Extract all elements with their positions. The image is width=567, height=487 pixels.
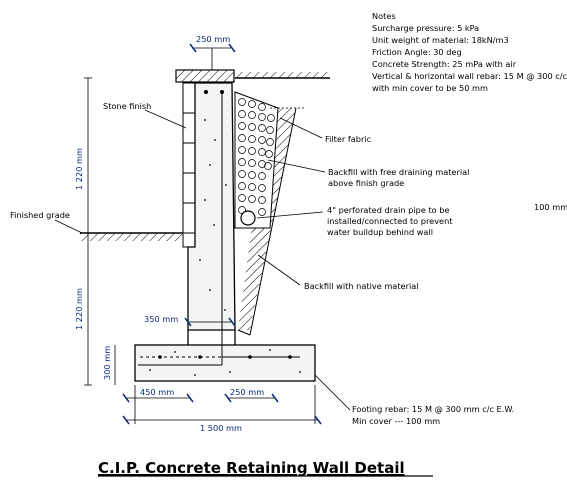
filter-fabric-label: Filter fabric	[325, 134, 371, 144]
notes-line-1: Surcharge pressure: 5 kPa	[372, 23, 479, 33]
dim-upper-height: 1 220 mm	[74, 148, 84, 190]
dim-heel-offset: 250 mm	[230, 387, 264, 397]
concrete-aggregate	[149, 119, 301, 376]
backfill-native-label: Backfill with native material	[304, 281, 419, 291]
dim-footing-thickness: 300 mm	[102, 346, 112, 380]
drain-label-1: 4" perforated drain pipe to be	[327, 205, 450, 215]
backfill-free-label-1: Backfill with free draining material	[328, 167, 469, 177]
dim-lower-height: 1 220 mm	[74, 288, 84, 330]
leader-lines	[54, 48, 351, 411]
stone-veneer	[182, 82, 196, 248]
notes-line-6: with min cover to be 50 mm	[372, 83, 488, 93]
notes-line-0: Notes	[372, 11, 396, 21]
dim-top-width: 250 mm	[196, 34, 230, 44]
dimension-ticks	[122, 43, 322, 425]
drain-label-3: water buildup behind wall	[327, 227, 433, 237]
rebar	[138, 90, 300, 366]
stray-dimension-label: 100 mm	[534, 202, 567, 212]
cap-stone	[175, 69, 235, 83]
concrete-footing	[134, 344, 316, 382]
dimension-lines	[84, 47, 318, 424]
notes-line-5: Vertical & horizontal wall rebar: 15 M @…	[372, 71, 567, 81]
drain-label-2: installed/connected to prevent	[327, 216, 453, 226]
gravel-stones	[238, 98, 275, 216]
stone-finish-label: Stone finish	[103, 101, 151, 111]
dim-toe: 450 mm	[140, 387, 174, 397]
finished-grade-label: Finished grade	[10, 210, 70, 220]
rebar-dots	[158, 90, 292, 359]
footing-rebar-label-1: Footing rebar: 15 M @ 300 mm c/c E.W.	[352, 404, 514, 414]
dim-footing-width: 1 500 mm	[200, 423, 242, 433]
concrete-stem	[187, 82, 236, 331]
dim-stem-width: 350 mm	[144, 314, 178, 324]
gravel-backfill	[234, 91, 279, 229]
footing-rebar-label-2: Min cover --- 100 mm	[352, 416, 440, 426]
drawing-title: C.I.P. Concrete Retaining Wall Detail	[98, 459, 405, 477]
backfill-free-label-2: above finish grade	[328, 178, 404, 188]
notes-line-4: Concrete Strength: 25 mPa with air	[372, 59, 517, 69]
notes-line-3: Friction Angle: 30 deg	[372, 47, 462, 57]
drain-pipe	[240, 210, 256, 226]
notes-line-2: Unit weight of material: 18kN/m3	[372, 35, 509, 45]
